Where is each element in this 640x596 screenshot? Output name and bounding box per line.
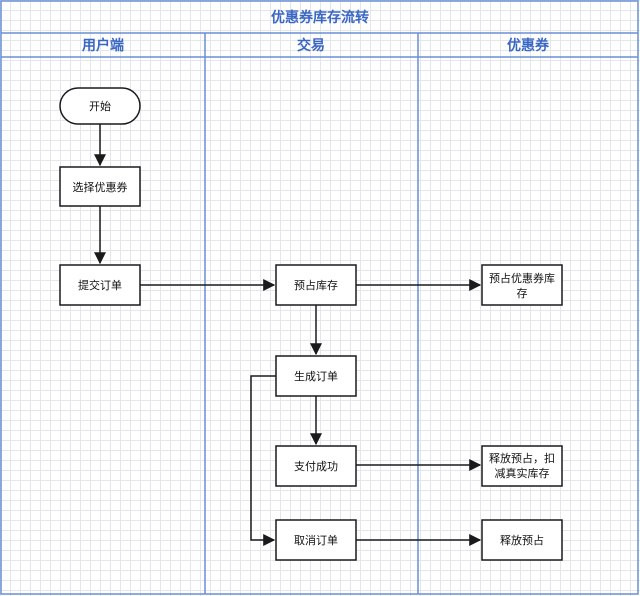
edge-create-to-cancel <box>250 375 276 546</box>
process-shape <box>275 264 357 306</box>
node-label: 提交订单 <box>78 278 122 292</box>
node-release-pre: 释放预占 <box>481 519 563 561</box>
node-pre-occupy: 预占库存 <box>275 264 357 306</box>
diagram-title: 优惠券库存流转 <box>271 9 369 26</box>
process-shape <box>59 264 141 306</box>
lane-header-trade: 交易 <box>297 37 325 54</box>
node-label-line-1: 预占优惠券库 <box>489 271 555 285</box>
terminal-shape <box>59 87 141 125</box>
node-label: 生成订单 <box>294 369 338 383</box>
node-submit-order: 提交订单 <box>59 264 141 306</box>
process-shape <box>481 445 563 487</box>
node-label-line-2: 存 <box>517 286 528 300</box>
node-cancel-order: 取消订单 <box>275 519 357 561</box>
process-shape <box>59 166 141 207</box>
process-shape <box>481 264 563 306</box>
lane-header-user: 用户端 <box>82 37 124 54</box>
node-create-order: 生成订单 <box>275 355 357 397</box>
node-label: 开始 <box>89 99 111 113</box>
process-shape <box>481 519 563 561</box>
node-label: 释放预占 <box>500 533 544 547</box>
node-label-line-2: 减真实库存 <box>495 466 550 480</box>
node-release-deduct: 释放预占，扣 减真实库存 <box>481 445 563 487</box>
process-shape <box>275 519 357 561</box>
node-label: 支付成功 <box>294 460 338 473</box>
node-label: 取消订单 <box>294 533 338 547</box>
node-label: 预占库存 <box>294 278 338 292</box>
process-shape <box>275 355 357 397</box>
lane-header-coupon: 优惠券 <box>507 37 550 54</box>
node-start: 开始 <box>59 87 141 125</box>
process-shape <box>275 445 357 487</box>
node-pay-success: 支付成功 <box>275 445 357 487</box>
node-select-coupon: 选择优惠券 <box>59 166 141 207</box>
connectors <box>94 124 482 546</box>
node-label-line-1: 释放预占，扣 <box>489 451 555 465</box>
node-pre-occupy-coupon: 预占优惠券库 存 <box>481 264 563 306</box>
node-label: 选择优惠券 <box>73 180 128 194</box>
